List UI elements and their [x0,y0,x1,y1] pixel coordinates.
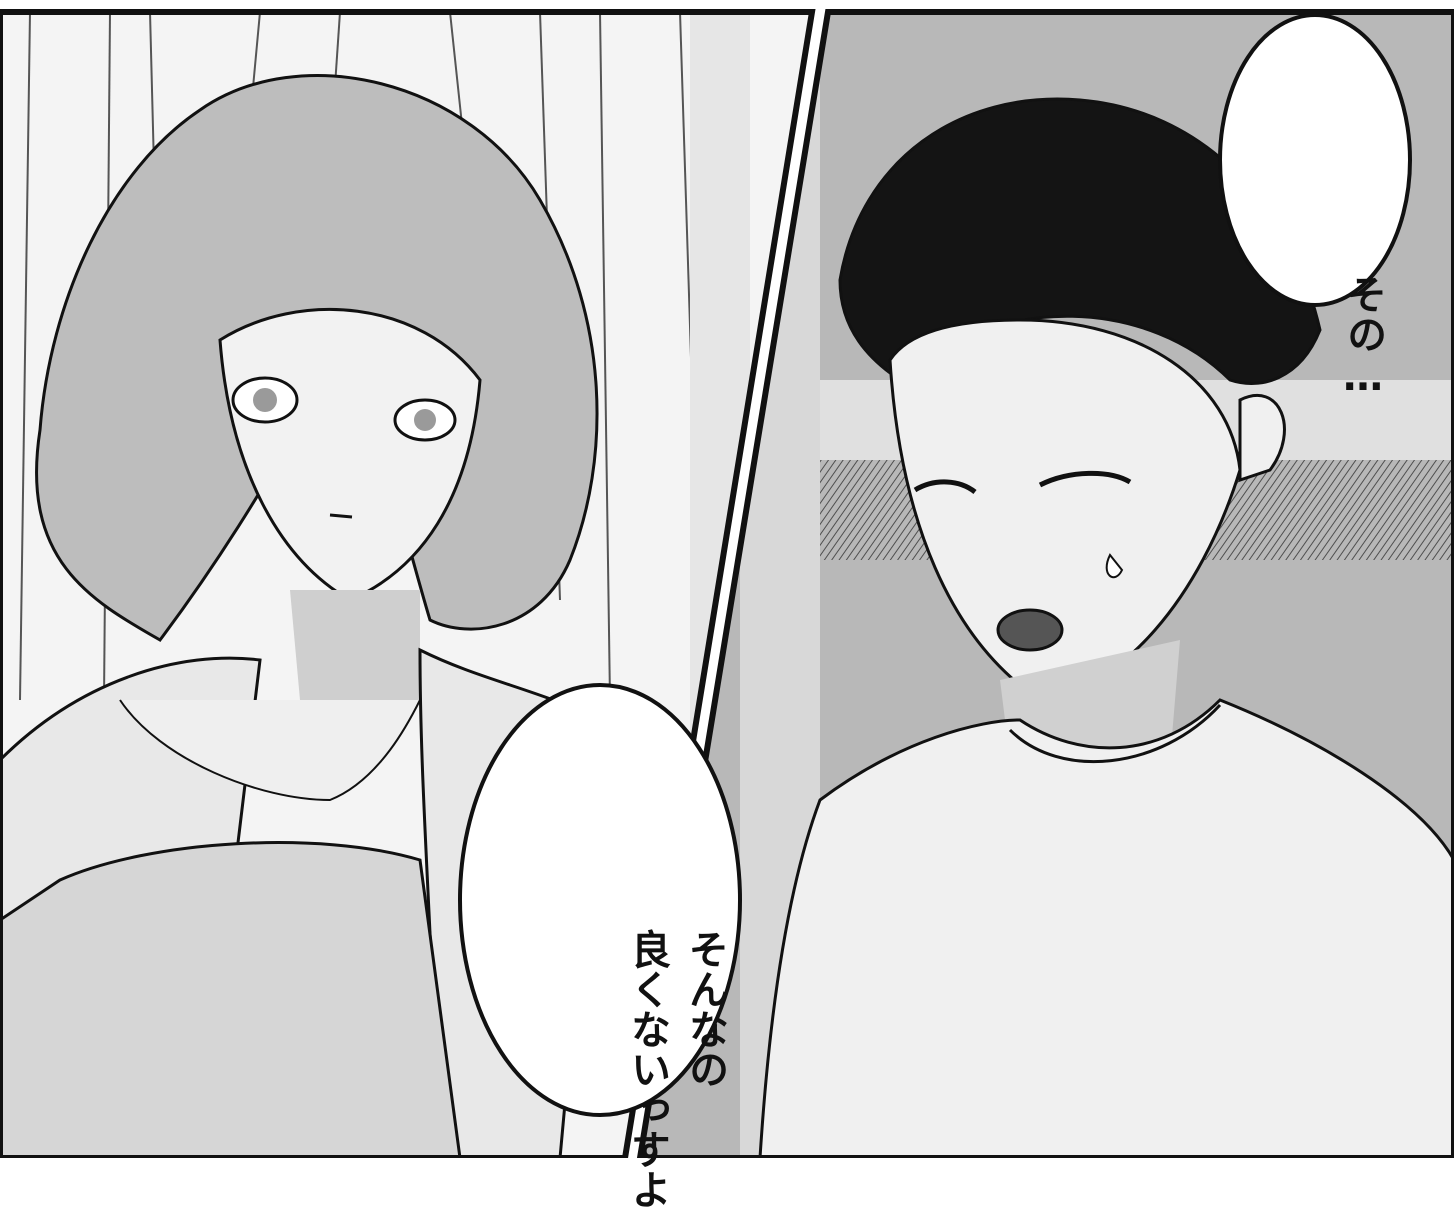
speech-bubble-left-text: そんなの 良くないっすよ [560,745,792,1209]
speech-bubble-right-text: その… [1285,90,1441,400]
speech-line: その… [1340,274,1386,400]
sweat-drop [1105,553,1124,579]
manga-artwork [0,9,1454,1158]
boy-mouth [996,608,1064,652]
speech-bubble-right-outline [1218,13,1412,307]
boy-left-eye [913,479,977,495]
boy-right-eye [1038,470,1132,488]
speech-line: そんなの [682,929,728,1089]
manga-page: その… そんなの 良くないっすよ [0,9,1454,1209]
boy-ear [1238,393,1286,483]
speech-line: 良くないっすよ [624,929,670,1209]
boy-shirt [758,698,1454,1158]
girl-mouth [329,513,353,519]
girl-body [0,841,462,1158]
speech-bubble-left-outline [458,683,742,1117]
boy-face [888,318,1242,702]
